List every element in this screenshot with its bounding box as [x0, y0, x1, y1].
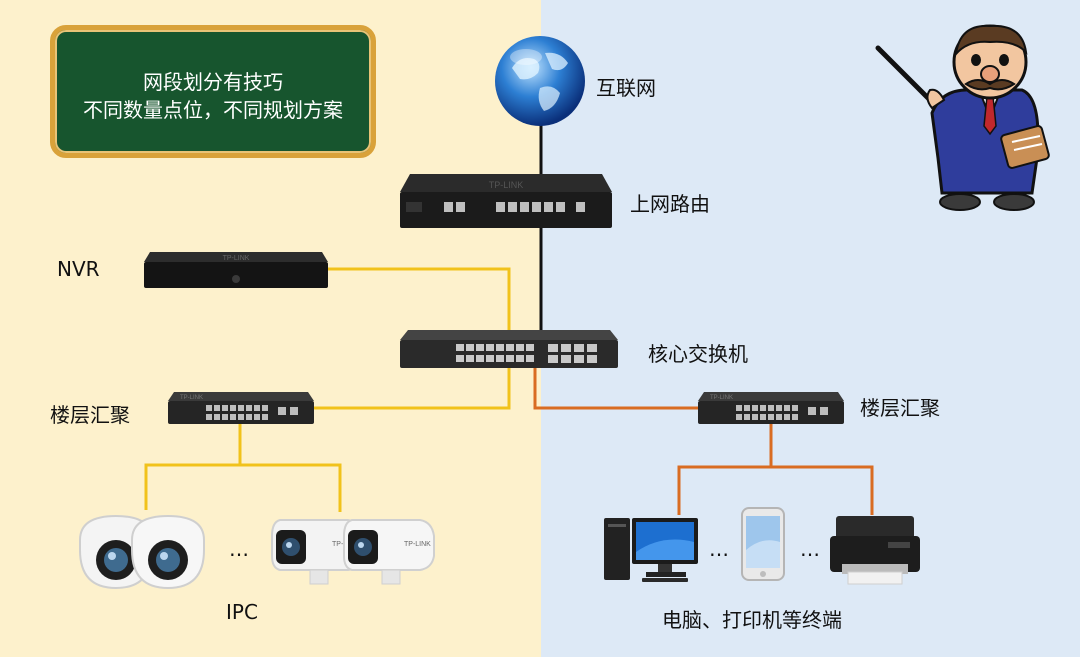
svg-text:TP-LINK: TP-LINK	[710, 395, 733, 401]
switch-icon: TP-LINK	[168, 392, 314, 424]
core-switch-label: 核心交换机	[648, 342, 748, 366]
floor-switch-left-label: 楼层汇聚	[50, 403, 130, 427]
board-line-2: 不同数量点位，不同规划方案	[83, 98, 343, 122]
internet-label: 互联网	[596, 76, 656, 100]
core-floor-right-line	[533, 366, 700, 410]
ipc-ellipsis: …	[229, 537, 249, 561]
floor-left-ipc-line	[144, 420, 242, 510]
floor-right-terminal-line	[677, 422, 773, 515]
ipc-label: IPC	[226, 600, 258, 624]
svg-text:TP-LINK: TP-LINK	[180, 395, 203, 401]
svg-text:TP-LINK: TP-LINK	[404, 541, 431, 548]
terminal-ellipsis-1: …	[709, 537, 729, 561]
dome-camera-icon	[79, 514, 205, 590]
nvr-label: NVR	[57, 257, 100, 281]
board-line-1: 网段划分有技巧	[143, 70, 283, 94]
floor-left-ipc-line-2	[240, 463, 342, 512]
teacher-icon	[875, 24, 1050, 211]
bullet-camera-icon: TP-LINK TP-LINK	[271, 519, 435, 585]
terminals-label: 电脑、打印机等终端	[662, 608, 842, 632]
floor-switch-right-label: 楼层汇聚	[860, 396, 940, 420]
desktop-pc-icon	[604, 518, 698, 582]
floor-right-terminal-line-2	[771, 465, 874, 515]
switch-icon	[400, 330, 618, 368]
nvr-icon: TP-LINK	[144, 252, 328, 288]
svg-text:TP-LINK: TP-LINK	[489, 180, 524, 190]
router-label: 上网路由	[630, 192, 710, 216]
chalkboard: 网段划分有技巧 不同数量点位，不同规划方案	[50, 25, 376, 158]
globe-icon	[495, 36, 585, 126]
router-icon: TP-LINK	[400, 174, 612, 228]
svg-text:TP-LINK: TP-LINK	[223, 255, 250, 262]
switch-icon: TP-LINK	[698, 392, 844, 424]
printer-icon	[830, 516, 920, 585]
terminal-ellipsis-2: …	[800, 537, 820, 561]
smartphone-icon	[741, 507, 785, 581]
